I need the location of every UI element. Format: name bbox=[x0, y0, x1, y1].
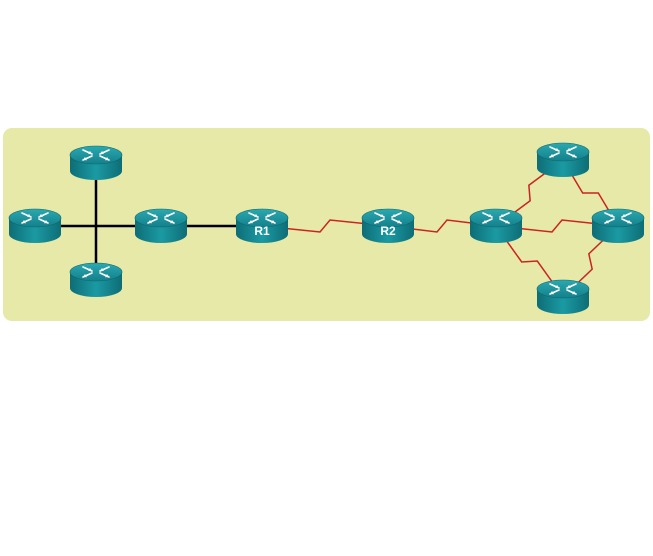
router-label-r1: R1 bbox=[254, 224, 270, 238]
router-top bbox=[69, 262, 123, 282]
router-right-hub bbox=[469, 208, 523, 243]
router-top bbox=[591, 208, 645, 228]
router-top bbox=[69, 145, 123, 165]
router-top bbox=[536, 142, 590, 162]
router-left-hub bbox=[134, 208, 188, 243]
router-arrows-icon bbox=[248, 212, 276, 224]
router-left-top bbox=[69, 145, 123, 180]
router-top bbox=[536, 279, 590, 299]
router-arrows-icon bbox=[604, 212, 632, 224]
router-arrows-icon bbox=[374, 212, 402, 224]
router-top bbox=[469, 208, 523, 228]
router-left-far bbox=[8, 208, 62, 243]
router-arrows-icon bbox=[549, 146, 577, 158]
router-arrows-icon bbox=[82, 149, 110, 161]
router-r2: R2 bbox=[361, 208, 415, 243]
router-right-bottom bbox=[536, 279, 590, 314]
router-top bbox=[8, 208, 62, 228]
router-right-top bbox=[536, 142, 590, 177]
link-serial-right-hub-right-bottom bbox=[495, 225, 564, 298]
router-arrows-icon bbox=[482, 212, 510, 224]
router-label-r2: R2 bbox=[380, 224, 396, 238]
router-arrows-icon bbox=[21, 212, 49, 224]
link-serial-right-hub-right-far bbox=[495, 219, 619, 233]
link-serial-r1-r2 bbox=[261, 219, 389, 233]
router-top bbox=[134, 208, 188, 228]
router-left-bottom bbox=[69, 262, 123, 297]
routers-layer: R1 R2 bbox=[8, 142, 645, 314]
router-arrows-icon bbox=[82, 266, 110, 278]
router-right-far bbox=[591, 208, 645, 243]
router-arrows-icon bbox=[147, 212, 175, 224]
router-r1: R1 bbox=[235, 208, 289, 243]
router-arrows-icon bbox=[549, 283, 577, 295]
